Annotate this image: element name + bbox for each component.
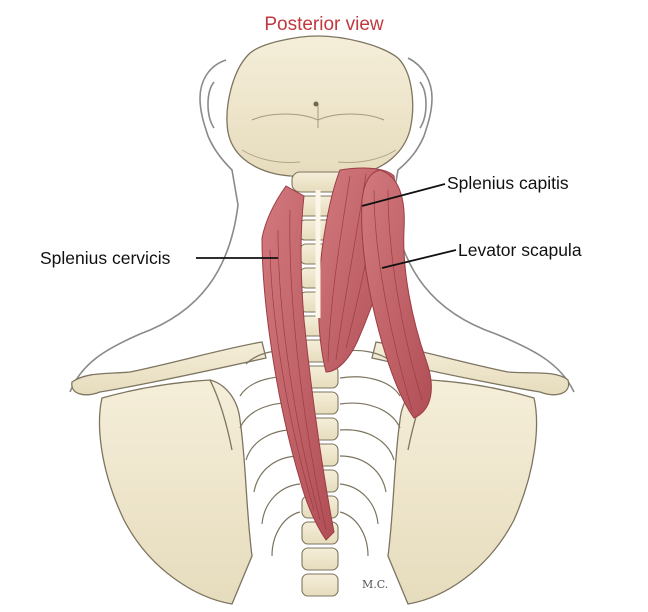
levator-scapula-muscle [361,169,432,419]
label-splenius-cervicis: Splenius cervicis [40,248,171,268]
leader-line-levator-scapula [381,249,457,269]
artist-signature: M.C. [362,578,388,591]
leader-line-splenius-capitis [361,183,446,207]
figure-title: Posterior view [264,14,384,35]
label-levator-scapula: Levator scapula [458,240,582,260]
body-outline [69,57,575,393]
leader-lines [196,183,457,269]
scapulae [98,379,538,605]
label-splenius-capitis: Splenius capitis [447,173,569,193]
skull [226,35,414,178]
splenius-cervicis-muscle [261,185,335,541]
